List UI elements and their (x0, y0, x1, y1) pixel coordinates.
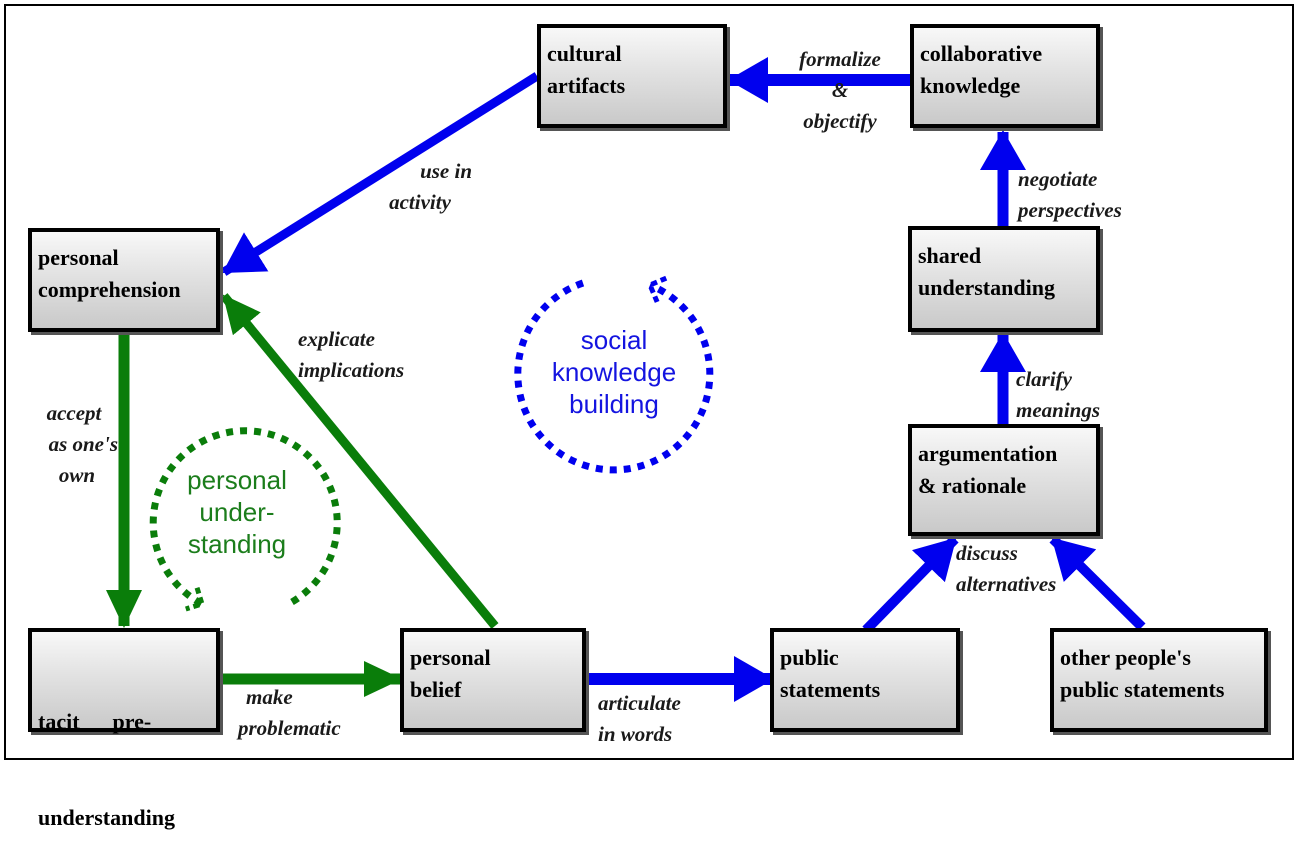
label-line: clarify (1016, 367, 1072, 391)
label-explicate-implications: explicate implications (298, 324, 440, 386)
node-label-line: public statements (1060, 677, 1225, 702)
node-public-statements: public statements (770, 628, 960, 732)
social-cycle (514, 283, 714, 474)
cycle-label-line: personal (187, 465, 287, 495)
label-line: alternatives (956, 572, 1057, 596)
label-line: perspectives (1018, 198, 1122, 222)
cycle-label-line: under- (199, 497, 275, 527)
node-label-line: statements (780, 677, 881, 702)
label-line: activity (389, 190, 451, 214)
cycle-label-line: building (569, 389, 659, 419)
label-use-in-activity: use in activity (360, 156, 480, 218)
label-line: accept (46, 401, 102, 425)
personal-understanding-label: personal under- standing (164, 464, 310, 560)
label-line: implications (298, 358, 405, 382)
label-line: negotiate (1018, 167, 1098, 191)
label-formalize-objectify: formalize & objectify (778, 44, 902, 137)
arrow-use-in-activity (221, 72, 540, 276)
label-discuss-alternatives: discuss alternatives (956, 538, 1086, 600)
personal-cycle (149, 427, 341, 604)
label-line: problematic (238, 716, 341, 740)
label-line: explicate (298, 327, 375, 351)
arrow-public-to-argumentation (862, 535, 959, 634)
node-label-line: artifacts (547, 73, 626, 98)
node-cultural-artifacts: cultural artifacts (537, 24, 727, 128)
cycle-label-line: standing (187, 529, 287, 559)
diagram-arrows (106, 57, 1146, 702)
label-make-problematic: make problematic (238, 682, 380, 744)
node-label-line: comprehension (38, 277, 181, 302)
node-tacit-preunderstanding: tacit pre- understanding (28, 628, 220, 830)
node-label-line: argumentation (918, 441, 1058, 466)
label-line: formalize (799, 47, 881, 71)
social-knowledge-building-label: social knowledge building (540, 324, 688, 420)
node-collaborative-knowledge: collaborative knowledge (910, 24, 1100, 128)
node-label-line: belief (410, 677, 462, 702)
node-label-line: knowledge (920, 73, 1021, 98)
label-negotiate-perspectives: negotiate perspectives (1018, 164, 1152, 226)
label-line: articulate (598, 691, 681, 715)
cycle-label-line: knowledge (551, 357, 677, 387)
label-line: discuss (956, 541, 1018, 565)
label-line: own (58, 463, 96, 487)
node-label-line: tacit pre- (38, 709, 152, 734)
node-personal-comprehension: personal comprehension (28, 228, 220, 332)
node-label-line: understanding (918, 275, 1055, 300)
node-label-line: & rationale (918, 473, 1027, 498)
label-line: as one's (48, 432, 118, 456)
label-accept-as-ones-own: accept as one's own (18, 398, 118, 491)
node-label-line: cultural (547, 41, 622, 66)
node-argumentation-rationale: argumentation & rationale (908, 424, 1100, 536)
cycle-label-line: social (580, 325, 648, 355)
node-personal-belief: personal belief (400, 628, 586, 732)
label-line: use in (420, 159, 472, 183)
node-others-public-statements: other people's public statements (1050, 628, 1268, 732)
label-line: in words (598, 722, 673, 746)
node-shared-understanding: shared understanding (908, 226, 1100, 332)
label-line: make (246, 685, 293, 709)
node-label-line: shared (918, 243, 982, 268)
label-line: & (831, 78, 849, 102)
node-label-line: personal (410, 645, 491, 670)
arrow-others-to-argumentation (1049, 535, 1146, 631)
node-label-line: collaborative (920, 41, 1043, 66)
label-articulate-in-words: articulate in words (598, 688, 714, 750)
node-label-line: understanding (38, 805, 175, 830)
label-line: meanings (1016, 398, 1101, 422)
node-label-line: other people's (1060, 645, 1191, 670)
node-label-line: personal (38, 245, 119, 270)
node-label-line: public (780, 645, 839, 670)
arrow-explicate-implications (220, 293, 499, 629)
label-line: objectify (803, 109, 877, 133)
label-clarify-meanings: clarify meanings (1016, 364, 1126, 426)
